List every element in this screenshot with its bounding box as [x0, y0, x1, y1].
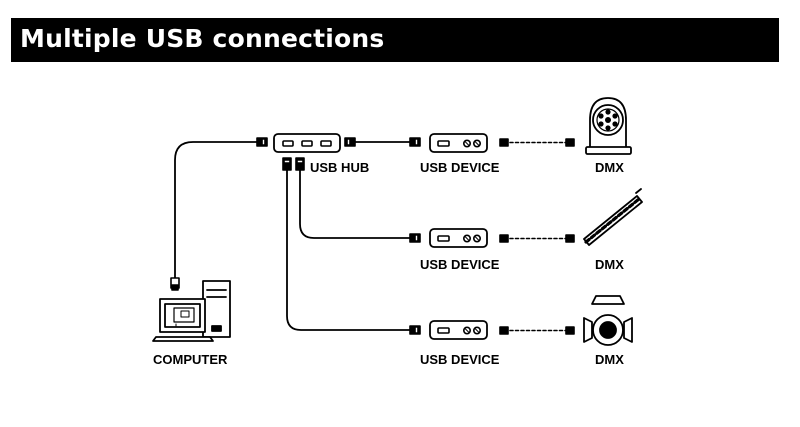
- computer-label: COMPUTER: [153, 352, 228, 367]
- usb-device-label-3: USB DEVICE: [420, 352, 500, 367]
- dmx-label-3: DMX: [595, 352, 624, 367]
- led-bar-light-icon: [583, 188, 643, 246]
- usb-plug-hub-out-3: [282, 157, 292, 171]
- usb-plug-device-3: [409, 325, 421, 335]
- usb-device-label-1: USB DEVICE: [420, 160, 500, 175]
- usb-device-icon-2: [429, 228, 488, 248]
- usb-device-icon-1: [429, 133, 488, 153]
- page-title: Multiple USB connections: [20, 24, 385, 53]
- dmx-label-2: DMX: [595, 257, 624, 272]
- usb-device-label-2: USB DEVICE: [420, 257, 500, 272]
- moving-head-light-icon: [585, 97, 632, 155]
- computer-icon: [152, 280, 231, 342]
- dmx-cable-1: [499, 138, 575, 147]
- dmx-label-1: DMX: [595, 160, 624, 175]
- usb-plug-hub-out-1: [344, 137, 356, 147]
- usb-hub-label: USB HUB: [310, 160, 369, 175]
- dmx-cable-2: [499, 234, 575, 243]
- profile-spotlight-icon: [583, 295, 633, 346]
- cable-computer-to-hub: [174, 141, 263, 279]
- usb-plug-computer: [170, 277, 180, 291]
- usb-plug-hub-in: [256, 137, 268, 147]
- title-bar: Multiple USB connections: [11, 18, 779, 62]
- cable-hub-to-device-2: [299, 169, 411, 239]
- usb-plug-hub-out-2: [295, 157, 305, 171]
- usb-plug-device-1: [409, 137, 421, 147]
- dmx-cable-3: [499, 326, 575, 335]
- cable-hub-to-device-3: [286, 169, 411, 331]
- usb-hub-icon: [273, 133, 341, 153]
- usb-plug-device-2: [409, 233, 421, 243]
- usb-device-icon-3: [429, 320, 488, 340]
